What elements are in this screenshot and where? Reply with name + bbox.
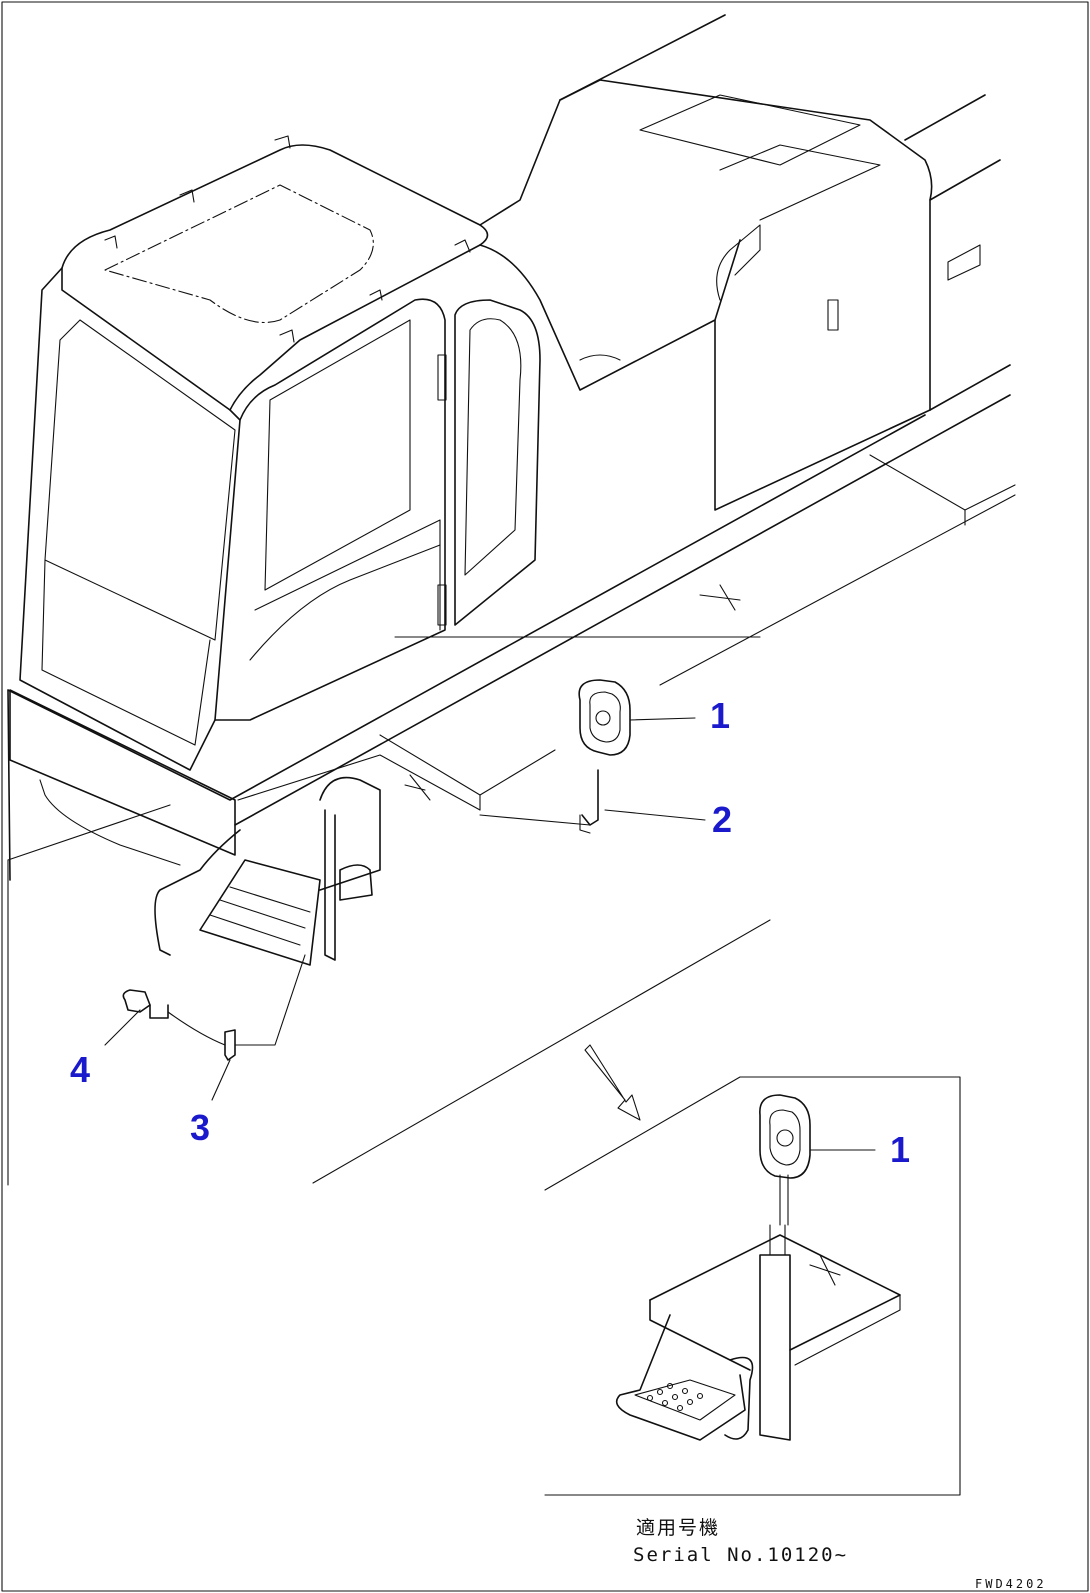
drawing-code: FWD4202 bbox=[975, 1577, 1047, 1591]
leader-2 bbox=[604, 809, 706, 821]
part-1-lamp bbox=[578, 679, 631, 756]
callout-4: 4 bbox=[70, 1049, 90, 1090]
callout-1: 1 bbox=[710, 695, 730, 736]
callout-3: 3 bbox=[190, 1107, 210, 1148]
wire bbox=[167, 954, 306, 1046]
caption-serial-number: Serial No.10120~ bbox=[633, 1544, 848, 1566]
cab-outline bbox=[19, 135, 541, 771]
leader-4 bbox=[104, 1009, 141, 1046]
part-4-plug bbox=[122, 989, 169, 1019]
callout-1-detail: 1 bbox=[890, 1129, 910, 1170]
step-handrail bbox=[154, 776, 381, 966]
caption-applicable-serial-jp: 適用号機 bbox=[636, 1517, 720, 1539]
engine-hood-outline bbox=[479, 14, 1011, 511]
view-arrow bbox=[584, 1044, 641, 1121]
leader-1 bbox=[629, 717, 696, 721]
leader-3 bbox=[211, 1059, 231, 1101]
detail-view bbox=[544, 1076, 961, 1496]
callout-2: 2 bbox=[712, 799, 732, 840]
part-3-connector bbox=[224, 1029, 236, 1061]
deck-outline bbox=[7, 394, 1016, 1186]
part-2-bracket bbox=[579, 769, 599, 834]
